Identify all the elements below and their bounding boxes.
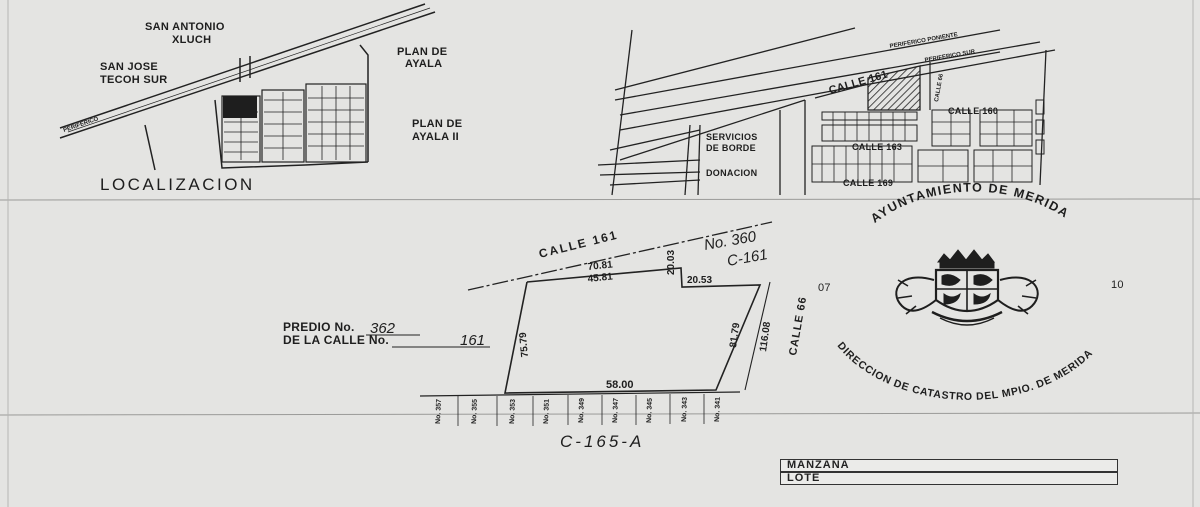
calle-66-line: [744, 281, 771, 391]
site-calle-163-label: CALLE 163: [852, 142, 902, 152]
dim-left-side: 75.79: [518, 331, 531, 357]
place-tecoh-sur: TECOH SUR: [100, 74, 167, 86]
bottom-lot-353: No. 353: [509, 399, 517, 424]
site-calle-169-label: CALLE 169: [843, 178, 893, 188]
site-calle-160-label: CALLE 160: [948, 106, 998, 116]
place-plan-de-ayala-2: PLAN DE: [412, 118, 462, 130]
calle-66-label: CALLE 66: [787, 295, 809, 356]
place-ayala: AYALA: [405, 58, 442, 70]
site-calle-66-label: CALLE 66: [934, 73, 945, 103]
subject-lot-site: [867, 65, 921, 111]
periferico-sur-label: PERIFERICO SUR: [924, 49, 976, 64]
bottom-lot-351: No. 351: [543, 399, 551, 424]
bottom-lot-345: No. 345: [646, 398, 654, 423]
location-highlight: [223, 96, 257, 118]
bottom-lot-341: No. 341: [714, 397, 722, 422]
place-plan-de-ayala-1: PLAN DE: [397, 46, 447, 58]
dim-top-inner: 45.81: [587, 271, 613, 285]
bottom-lot-357: No. 357: [435, 399, 443, 424]
lote-field: LOTE: [780, 472, 1118, 485]
place-xluch: XLUCH: [172, 34, 211, 46]
location-map: PERIFERICO SAN ANTONIO XLUCH SAN JOSE TE…: [59, 3, 462, 194]
donacion-label: DONACION: [706, 168, 757, 178]
bottom-lots-line: [419, 391, 741, 397]
periferico-poniente-label: PERIFERICO PONIENTE: [889, 32, 958, 50]
manzana-field: MANZANA: [780, 459, 1118, 472]
place-san-antonio: SAN ANTONIO: [145, 21, 225, 33]
bottom-lot-dividers: [457, 394, 705, 426]
place-san-jose: SAN JOSE: [100, 61, 158, 73]
dim-top-total: 70.81: [587, 259, 613, 273]
catastro-seal: AYUNTAMIENTO DE MERIDA DIRECCION DE CATA…: [818, 181, 1124, 403]
de-borde-label: DE BORDE: [706, 143, 756, 153]
predio-calle-handwritten: 161: [460, 332, 485, 349]
seal-left-number: 07: [818, 282, 831, 294]
servicios-label: SERVICIOS: [706, 132, 758, 142]
fold-line-top: [0, 198, 1200, 201]
calle-161-label: CALLE 161: [537, 228, 619, 261]
predio-label-2: DE LA CALLE No.: [283, 333, 389, 347]
dim-top-offset: 20.03: [666, 250, 677, 275]
bottom-lot-355: No. 355: [471, 399, 479, 424]
dim-bottom: 58.00: [606, 379, 634, 391]
bottom-lot-347: No. 347: [612, 398, 620, 423]
coat-of-arms-emblem: [895, 249, 1039, 326]
lot-outline: [504, 267, 762, 394]
predio-number-handwritten: 362: [370, 320, 396, 337]
seal-bottom-text: DIRECCION DE CATASTRO DEL MPIO. DE MERID…: [835, 340, 1095, 403]
seal-top-text: AYUNTAMIENTO DE MERIDA: [868, 181, 1072, 226]
calle-161-line: [467, 221, 773, 291]
dim-step: 20.53: [687, 275, 712, 286]
dim-right-total: 116.08: [758, 321, 773, 353]
fold-line-bottom: [0, 412, 1200, 416]
bottom-lot-343: No. 343: [681, 397, 689, 422]
seal-right-number: 10: [1111, 279, 1124, 291]
manzana-label: MANZANA: [787, 459, 850, 471]
bottom-street-handwritten: C-165-A: [560, 432, 644, 451]
bottom-lot-349: No. 349: [578, 398, 586, 423]
neighbor-street-handwritten: C-161: [726, 246, 769, 270]
site-map: PERIFERICO PONIENTE PERIFERICO SUR CALLE…: [597, 27, 1056, 196]
place-ayala-ii: AYALA II: [412, 131, 459, 143]
localizacion-title: LOCALIZACION: [100, 175, 255, 194]
predio-label-1: PREDIO No.: [283, 320, 355, 334]
lot-plan: CALLE 161 70.81 45.81 20.03 20.53 75.79 …: [283, 221, 809, 451]
dim-right-inner: 81.79: [728, 322, 742, 349]
lote-label: LOTE: [787, 472, 821, 484]
